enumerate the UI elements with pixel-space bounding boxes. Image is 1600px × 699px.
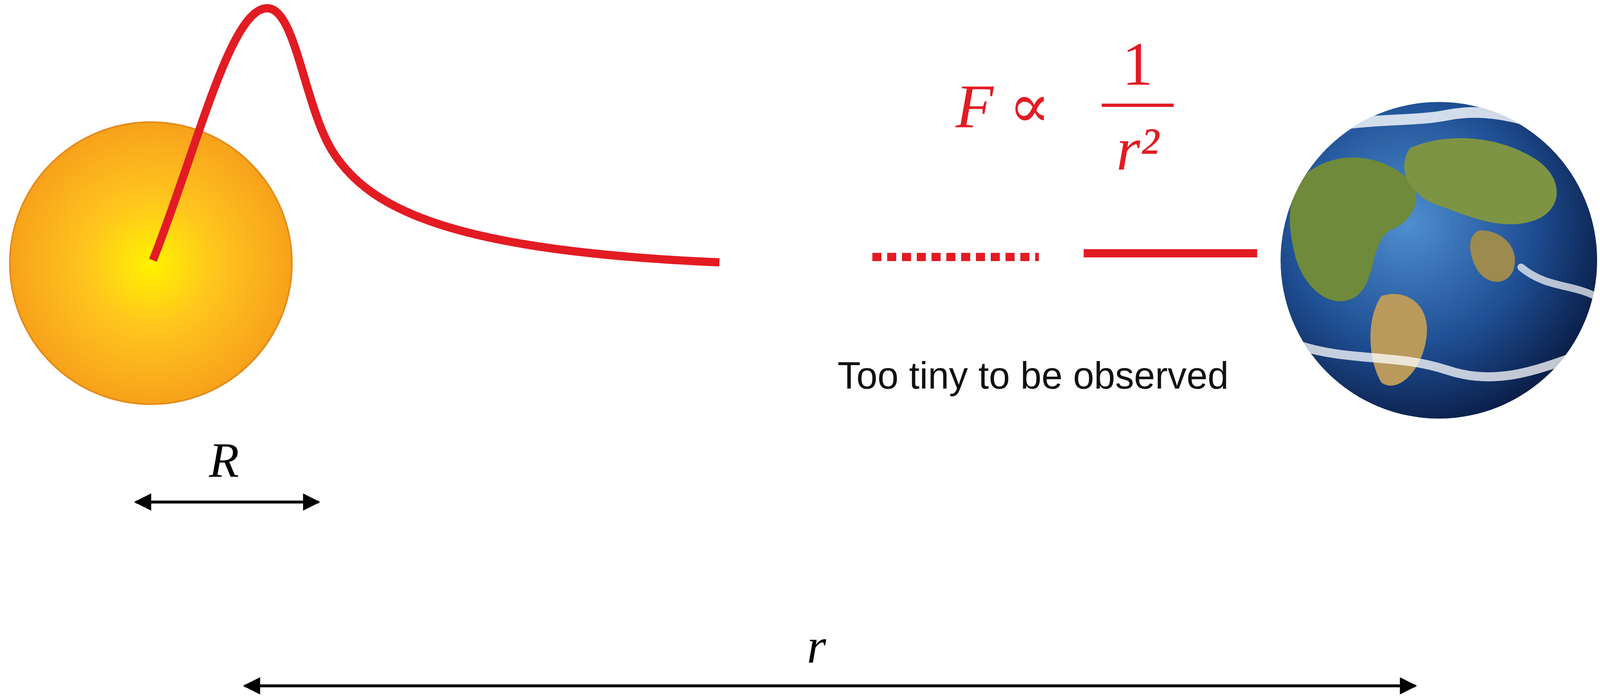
- distance-label: r: [806, 621, 827, 671]
- fraction-numerator: 1: [1122, 32, 1154, 95]
- distance-arrow: [244, 684, 1416, 688]
- earth: [1280, 101, 1598, 419]
- force-dotted: [872, 252, 1039, 262]
- fraction-bar: [1101, 103, 1174, 107]
- radius-label: R: [208, 435, 239, 486]
- note-text: Too tiny to be observed: [837, 356, 1229, 395]
- sun: [9, 122, 292, 405]
- force-symbol: F ∝: [955, 75, 1051, 137]
- radius-arrow: [135, 500, 319, 504]
- force-curve: [152, 8, 720, 263]
- force-tail: [1083, 249, 1258, 258]
- fraction-denominator: r²: [1116, 117, 1159, 180]
